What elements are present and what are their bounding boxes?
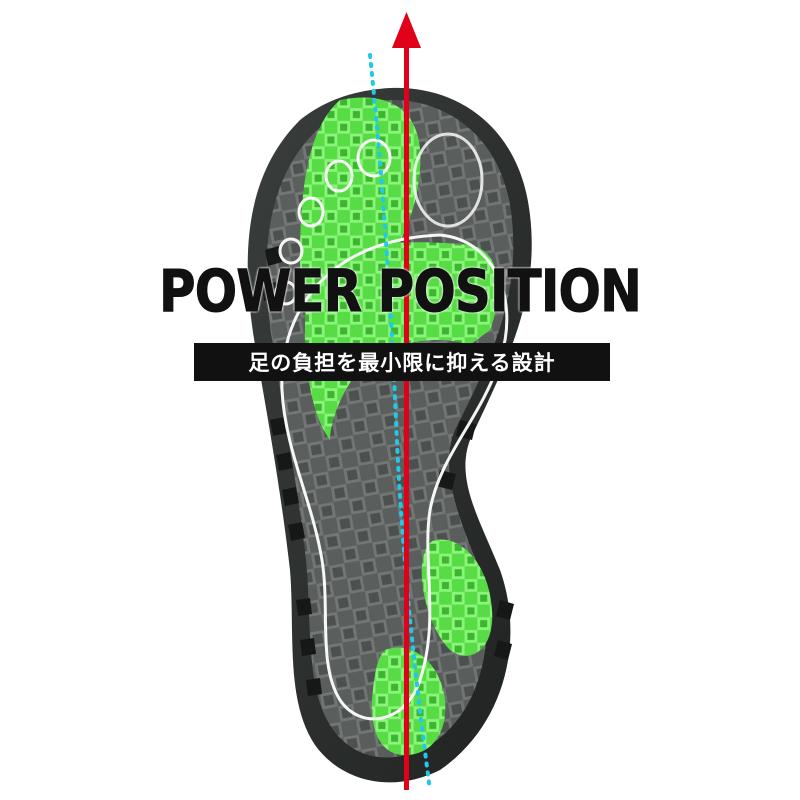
headline: POWER POSITION bbox=[159, 257, 643, 325]
subheadline-bar: 足の負担を最小限に抑える設計 bbox=[194, 343, 610, 381]
subheadline: 足の負担を最小限に抑える設計 bbox=[248, 351, 556, 375]
midfoot-green-zone bbox=[421, 539, 493, 656]
alignment-guide-dotted bbox=[368, 53, 432, 792]
outer-tread-lugs bbox=[262, 246, 514, 696]
arrow-up-icon bbox=[392, 12, 421, 790]
ball-green-zone bbox=[305, 242, 499, 440]
